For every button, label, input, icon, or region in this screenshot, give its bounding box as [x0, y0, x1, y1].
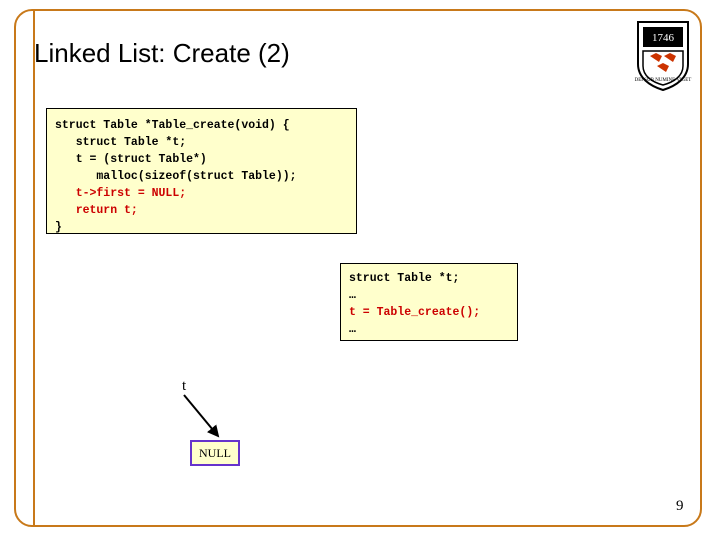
code-line: struct Table *t; — [75, 136, 187, 149]
code-line-highlighted: t = Table_create(); — [349, 306, 481, 319]
princeton-shield-logo: 1746 DEI SUB NUMINE VIGET — [632, 20, 694, 92]
page-number: 9 — [676, 498, 684, 514]
code-line: } — [55, 221, 62, 234]
page-title: Linked List: Create (2) — [34, 38, 290, 68]
diagram-null-label: NULL — [199, 445, 231, 460]
svg-text:1746: 1746 — [652, 32, 675, 44]
code-line-highlighted: return t; — [75, 204, 138, 217]
code-block-table-create: struct Table *Table_create(void) { struc… — [46, 108, 357, 234]
code-line: struct Table *t; — [349, 272, 460, 285]
svg-text:DEI SUB NUMINE VIGET: DEI SUB NUMINE VIGET — [635, 78, 692, 83]
slide-left-accent-bar — [33, 9, 35, 527]
code-line: … — [349, 289, 356, 302]
pointer-arrow-icon — [180, 390, 260, 450]
code-line: … — [349, 323, 356, 336]
slide-border — [14, 9, 702, 527]
code-line: struct Table *Table_create(void) { — [55, 119, 290, 132]
code-line-highlighted: t->first = NULL; — [75, 187, 187, 200]
code-line: malloc(sizeof(struct Table)); — [96, 170, 297, 183]
diagram-null-node: NULL — [190, 440, 240, 466]
code-line: t = (struct Table*) — [75, 153, 207, 166]
diagram-pointer-label: t — [182, 378, 187, 394]
code-block-usage: struct Table *t; … t = Table_create(); … — [340, 263, 518, 341]
